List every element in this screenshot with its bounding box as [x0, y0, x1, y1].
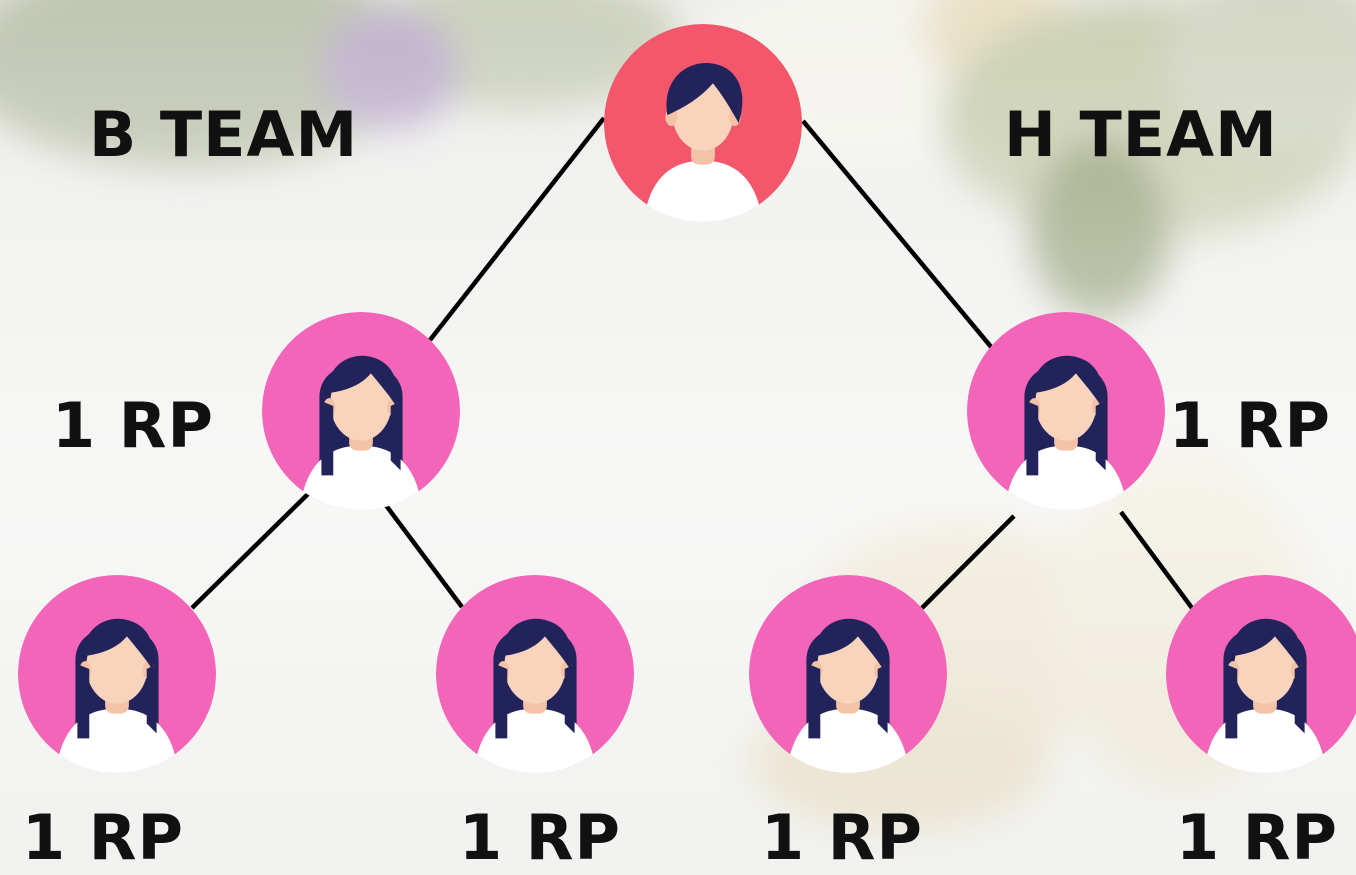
h-left-member-rp: 1 RP — [761, 801, 923, 874]
h-left-member-avatar — [749, 575, 947, 773]
h-team-label: H TEAM — [1004, 98, 1278, 171]
h-team-lead-avatar — [967, 312, 1165, 510]
h-right-member-rp: 1 RP — [1176, 801, 1338, 874]
connector-root-to-b — [428, 116, 606, 342]
connector-root-to-h — [801, 119, 994, 350]
connector-h-to-right — [1119, 510, 1194, 610]
b-team-label: B TEAM — [89, 98, 359, 171]
root-avatar — [604, 24, 802, 222]
connector-b-to-right — [374, 490, 464, 609]
connector-b-to-left — [190, 490, 312, 610]
h-right-member-avatar — [1166, 575, 1356, 773]
b-team-lead-avatar — [262, 312, 460, 510]
h-team-lead-rp: 1 RP — [1169, 389, 1331, 462]
connector-h-to-left — [920, 514, 1016, 610]
b-left-member-avatar — [18, 575, 216, 773]
b-left-member-rp: 1 RP — [22, 801, 184, 874]
b-right-member-avatar — [436, 575, 634, 773]
b-team-lead-rp: 1 RP — [52, 389, 214, 462]
b-right-member-rp: 1 RP — [459, 801, 621, 874]
